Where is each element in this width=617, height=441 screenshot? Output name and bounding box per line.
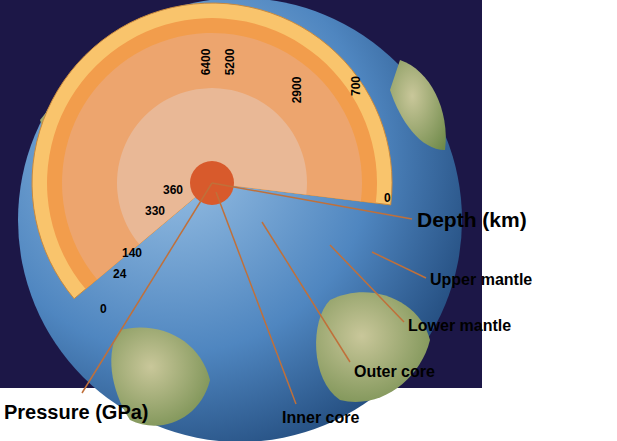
upper-mantle-layer [47,18,377,289]
continent [316,292,430,402]
pressure-value: 24 [113,268,126,280]
leader-line [372,252,426,278]
depth-value: 6400 [200,49,212,76]
leader-line [262,222,350,362]
layer-label: Outer core [354,364,435,380]
pressure-value: 0 [100,303,107,315]
layer-label: Lower mantle [408,318,511,334]
axis-label: Depth (km) [417,209,527,230]
outer-core-layer [117,88,307,244]
continent [390,60,446,150]
globe [18,0,462,441]
axis-label: Pressure (GPa) [4,402,149,422]
depth-value: 5200 [224,49,236,76]
pressure-value: 330 [145,205,165,217]
leader-line [216,192,296,404]
layer-label: Inner core [282,410,359,426]
depth-value: 0 [384,192,391,204]
pressure-value: 360 [163,184,183,196]
leader-line [330,245,404,322]
lower-mantle-layer [62,33,362,279]
leader-line [212,183,412,219]
layer-label: Upper mantle [430,272,532,288]
leader-line [82,183,212,393]
depth-value: 700 [350,76,362,96]
depth-value: 2900 [291,77,303,104]
pressure-value: 140 [122,247,142,259]
